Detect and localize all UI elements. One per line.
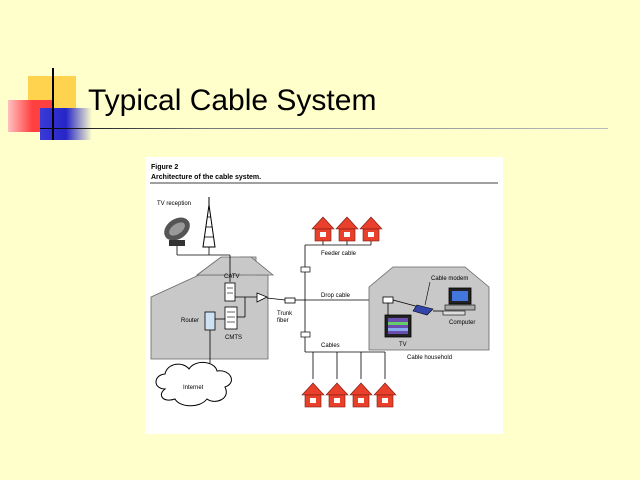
slide-title: Typical Cable System (88, 84, 377, 117)
satellite-dish-icon (164, 217, 190, 246)
tv-label: TV (399, 342, 407, 348)
house-icon (349, 382, 373, 408)
house-icon (301, 382, 325, 408)
tv-icon (384, 314, 412, 338)
computer-icon (442, 287, 476, 316)
headend-building (150, 256, 275, 360)
drop-cable-label: Drop cable (321, 293, 351, 299)
fiber-node-icon (284, 297, 296, 304)
title-underline (40, 128, 608, 129)
catv-rack-icon (224, 282, 236, 302)
cable-modem-icon (412, 304, 434, 316)
cables-label: Cables (321, 343, 340, 349)
decor-blue-square (40, 108, 92, 140)
feeder-cable-label: Feeder cable (321, 251, 357, 257)
internet-cloud-icon (155, 362, 232, 407)
figure-number: Figure 2 (151, 164, 178, 171)
house-icon (373, 382, 397, 408)
router-label: Router (181, 318, 199, 324)
tap-icon (300, 331, 311, 338)
internet-label: Internet (183, 385, 204, 391)
tap-icon (300, 266, 311, 273)
house-icon (325, 382, 349, 408)
splitter-icon (382, 296, 394, 304)
figure-caption: Architecture of the cable system. (151, 174, 261, 181)
cmts-rack-icon (224, 306, 238, 330)
amplifier-icon (256, 292, 268, 303)
cable-modem-label: Cable modem (431, 276, 468, 282)
router-icon (204, 311, 216, 331)
decor-vertical-line (52, 68, 54, 140)
house-icon (359, 216, 383, 242)
computer-label: Computer (449, 320, 475, 326)
antenna-tower-icon (202, 197, 216, 248)
cable-household-label: Cable household (407, 355, 452, 361)
catv-label: CATV (224, 274, 240, 280)
trunk-label-line2: fiber (277, 318, 289, 324)
house-icon (335, 216, 359, 242)
house-icon (311, 216, 335, 242)
tv-reception-label: TV reception (157, 201, 191, 207)
trunk-label-line1: Trunk (277, 311, 293, 317)
trunk-fiber-label: Trunk fiber (277, 311, 294, 324)
cable-system-figure: Figure 2 Architecture of the cable syste… (145, 157, 503, 434)
cmts-label: CMTS (225, 335, 242, 341)
